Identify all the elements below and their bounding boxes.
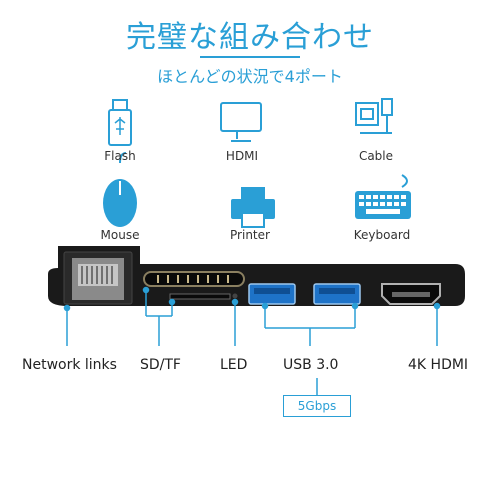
usb-speed-badge: 5Gbps xyxy=(283,395,351,417)
ethernet-cable-icon xyxy=(355,98,393,134)
port-label-usb: USB 3.0 xyxy=(283,357,339,373)
mouse-icon xyxy=(103,152,137,227)
port-label-led: LED xyxy=(220,357,248,373)
sd-tf-slots xyxy=(143,271,245,300)
device-label-flash: Flash xyxy=(104,149,136,163)
printer-icon xyxy=(231,187,275,228)
device-label-keyboard: Keyboard xyxy=(353,228,411,242)
usb-hub-illustration xyxy=(48,246,465,395)
page-title: 完璧な組み合わせ xyxy=(126,20,374,55)
device-label-hdmi: HDMI xyxy=(225,149,259,163)
keyboard-icon xyxy=(355,174,411,219)
device-label-cable: Cable xyxy=(358,149,394,163)
page-subtitle: ほとんどの状況で4ポート xyxy=(157,67,343,86)
led-indicator xyxy=(232,293,238,299)
device-label-printer: Printer xyxy=(230,228,270,242)
hdmi-port xyxy=(381,283,441,305)
usb-port-1 xyxy=(248,283,296,305)
ethernet-port xyxy=(63,251,133,305)
port-label-hdmi: 4K HDMI xyxy=(408,357,469,373)
usb-port-2 xyxy=(313,283,361,305)
usb-flash-icon xyxy=(108,99,132,146)
port-label-network: Network links xyxy=(22,357,117,373)
device-label-mouse: Mouse xyxy=(100,228,140,242)
device-icons xyxy=(103,98,411,228)
port-label-sdtf: SD/TF xyxy=(140,357,181,373)
monitor-icon xyxy=(220,102,262,142)
title-underline xyxy=(200,56,300,58)
